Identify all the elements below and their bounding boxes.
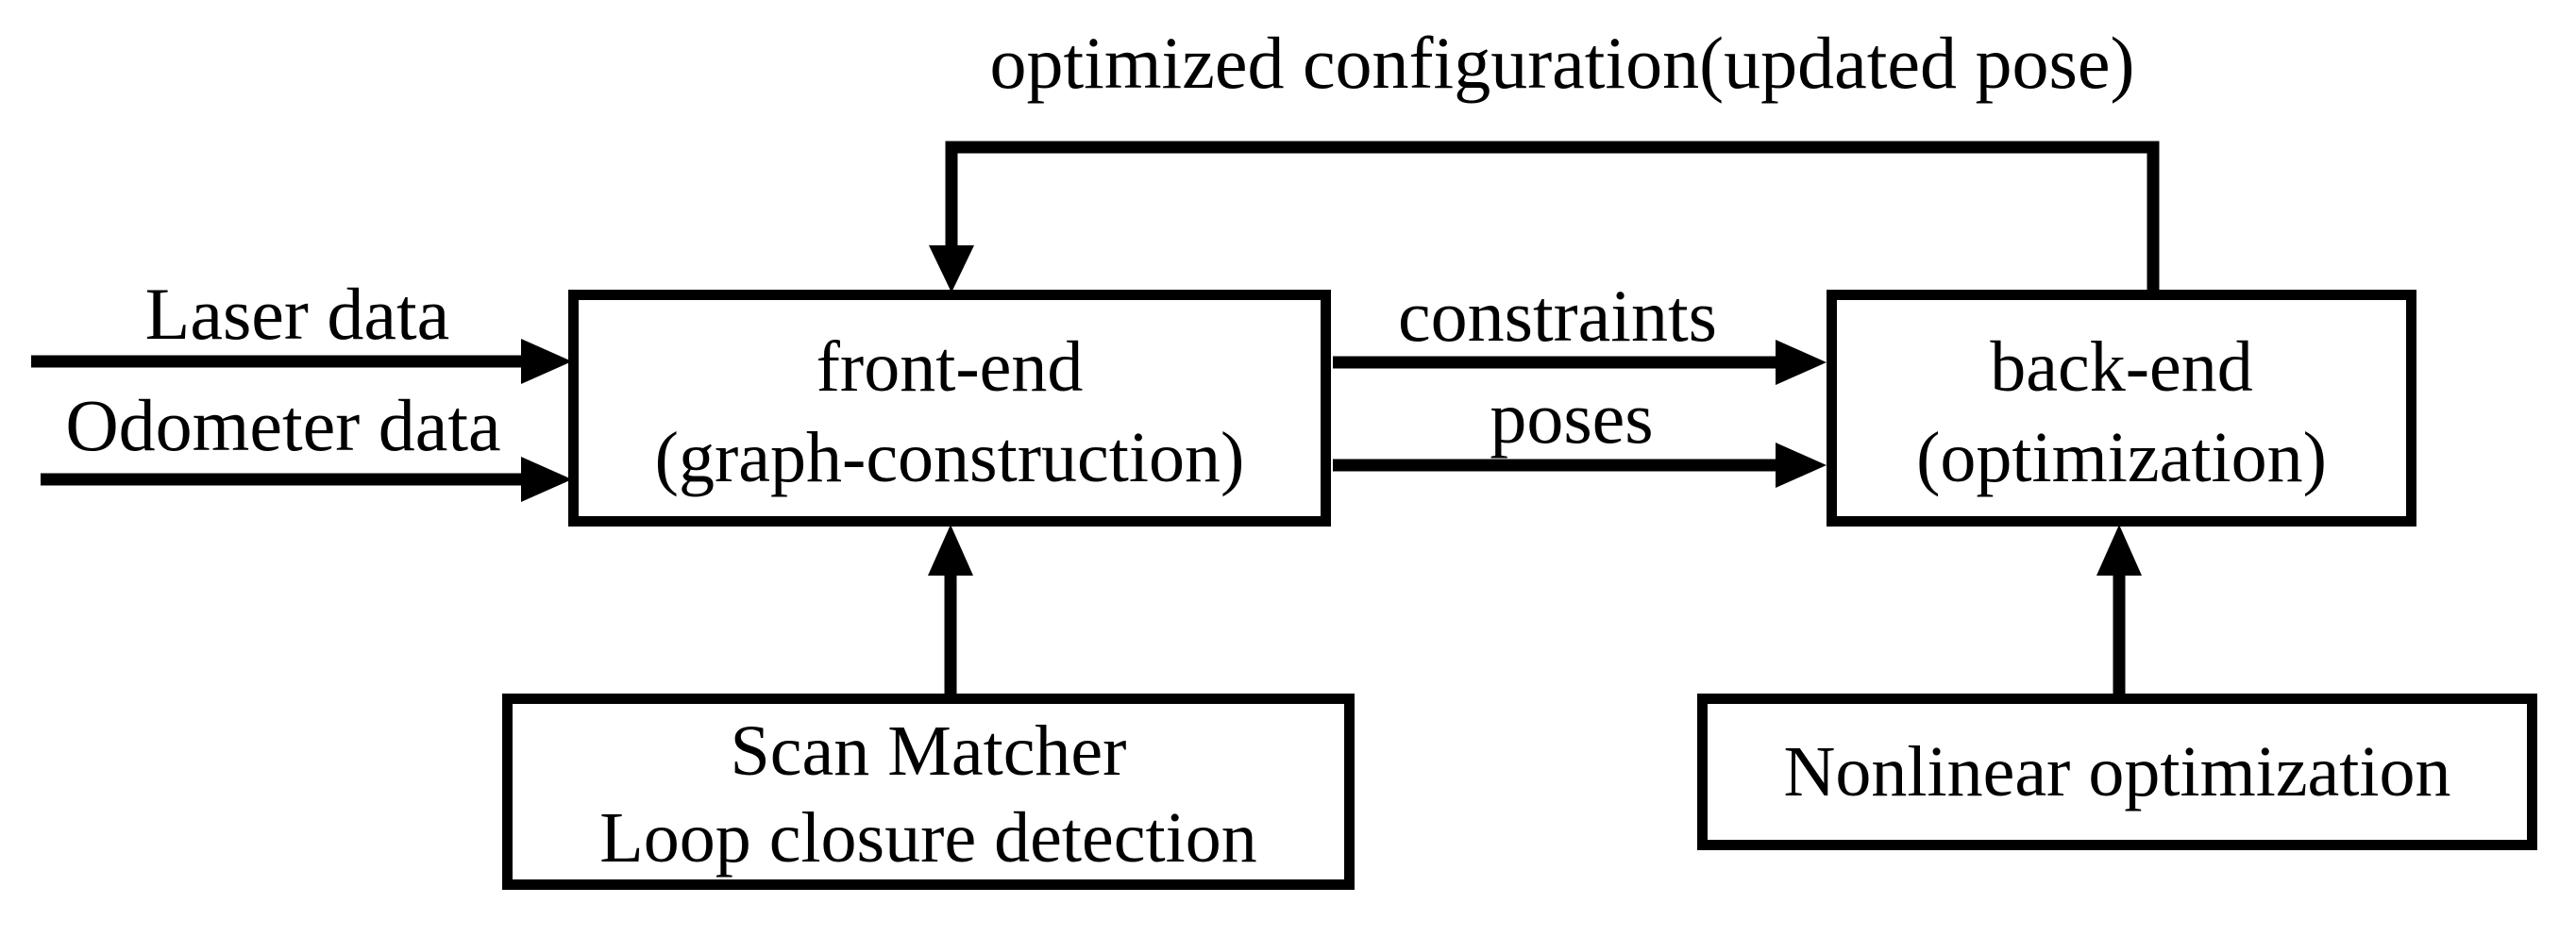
- constraints-label: constraints: [1398, 275, 1717, 357]
- scan-matcher-box: Scan Matcher Loop closure detection: [502, 694, 1355, 890]
- odometer-arrowhead-icon: [521, 457, 572, 502]
- back-end-box-line2: (optimization): [1916, 417, 2327, 497]
- laser-arrowhead-icon: [521, 339, 572, 384]
- scan-matcher-box-line1: Scan Matcher: [730, 711, 1127, 791]
- front-end-box-line2: (graph-construction): [654, 417, 1245, 497]
- poses-arrowhead-icon: [1776, 443, 1827, 488]
- odometer-data-label: Odometer data: [65, 384, 501, 466]
- feedback-arrow-line: [945, 141, 2160, 293]
- scan-matcher-arrowhead-icon: [928, 525, 973, 576]
- constraints-arrowhead-icon: [1776, 340, 1827, 385]
- front-end-box-line1: front-end: [816, 326, 1084, 407]
- nonlinear-optimization-box-line1: Nonlinear optimization: [1783, 732, 2451, 812]
- poses-label: poses: [1490, 376, 1654, 459]
- nonlinear-optimization-box: Nonlinear optimization: [1697, 694, 2537, 850]
- feedback-arrowhead-icon: [929, 245, 974, 293]
- laser-data-label: Laser data: [144, 273, 450, 355]
- nonlinear-arrowhead-icon: [2096, 525, 2142, 576]
- back-end-box: back-end (optimization): [1827, 290, 2416, 527]
- back-end-box-line1: back-end: [1990, 326, 2253, 407]
- scan-matcher-box-line2: Loop closure detection: [599, 798, 1257, 878]
- optimized-configuration-label: optimized configuration(updated pose): [989, 22, 2135, 104]
- front-end-box: front-end (graph-construction): [568, 290, 1331, 527]
